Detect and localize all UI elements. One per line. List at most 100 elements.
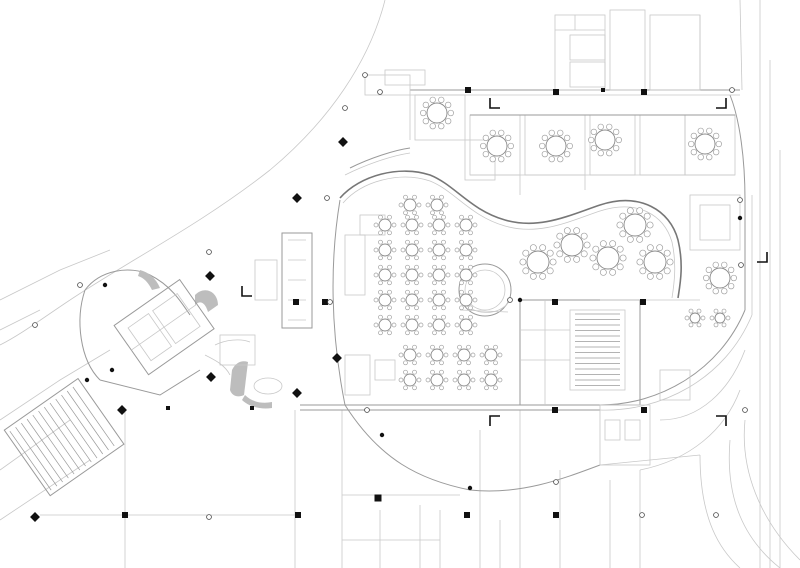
chair [713,322,719,328]
chair [378,330,383,336]
chair [468,305,473,311]
chair [378,314,383,320]
round-column [32,322,38,328]
round-dining-table [589,240,627,276]
chair [728,266,735,274]
chair [445,117,452,125]
chair [493,360,498,366]
structural-column [166,406,170,410]
chair [405,214,410,220]
round-column [206,249,212,255]
chair [400,247,406,253]
round-column-filled [737,215,743,221]
round-dining-table [400,314,424,336]
chair [556,232,564,240]
structural-column [117,405,127,415]
chair [493,344,498,350]
stair-tread [21,422,63,483]
round-column [364,407,370,413]
chair [441,255,446,261]
chair [414,280,419,286]
chair [430,210,435,216]
round-dining-table [636,244,674,280]
table-top [526,250,550,274]
chair [626,235,634,243]
round-column-filled [109,367,115,373]
structural-column [292,193,302,203]
chair [706,153,713,161]
section-marker [489,415,500,426]
chair [721,308,727,314]
chair [646,221,654,229]
chair [466,360,471,366]
round-dining-table [427,214,451,236]
round-dining-table [519,244,557,280]
chair [539,272,547,280]
chair [684,315,690,321]
round-dining-table [427,239,451,261]
chair [663,267,671,275]
chair [441,214,446,220]
lower-structure [124,404,701,568]
chair [429,96,436,104]
chair [405,314,410,320]
chair [459,230,464,236]
round-dining-table [539,129,573,163]
table-top [432,318,446,332]
chair [414,264,419,270]
chair [373,322,379,328]
chair [418,322,424,328]
structural-column [374,494,382,502]
chair [466,385,471,391]
chair [387,214,392,220]
chair [441,230,446,236]
chair [522,249,530,257]
table-top [426,102,448,124]
round-column [737,197,743,203]
chair [580,232,588,240]
table-top [403,198,417,212]
table-top [378,218,392,232]
chair [418,222,424,228]
round-dining-table [398,194,422,216]
chair [443,377,449,383]
chair [441,289,446,295]
chair [646,244,654,252]
section-marker [489,98,500,109]
chair [583,241,591,249]
structural-column [293,299,299,305]
stair-tread [32,414,75,475]
structural-column [641,89,647,95]
chair [493,385,498,391]
structural-column [292,388,302,398]
table-top [486,135,508,157]
bar-counter [254,214,396,396]
chair [439,344,444,350]
chair [387,230,392,236]
chair [564,150,571,158]
stair-tread [43,406,86,467]
chair [457,369,462,375]
chair [405,305,410,311]
chair [539,244,547,252]
round-dining-table [425,369,449,391]
stair-tread [55,398,98,459]
round-column [206,514,212,520]
table-top [545,135,567,157]
round-dining-table [400,214,424,236]
chair [470,352,476,358]
chair [597,149,604,157]
table-top [378,293,392,307]
chair [427,222,433,228]
table-top [432,243,446,257]
round-dining-table [400,289,424,311]
chair [414,239,419,245]
table-top [560,233,584,257]
chair [405,239,410,245]
stair-tread [26,418,69,479]
section-marker [716,98,727,109]
round-dining-table [425,194,449,216]
chair [590,144,597,152]
